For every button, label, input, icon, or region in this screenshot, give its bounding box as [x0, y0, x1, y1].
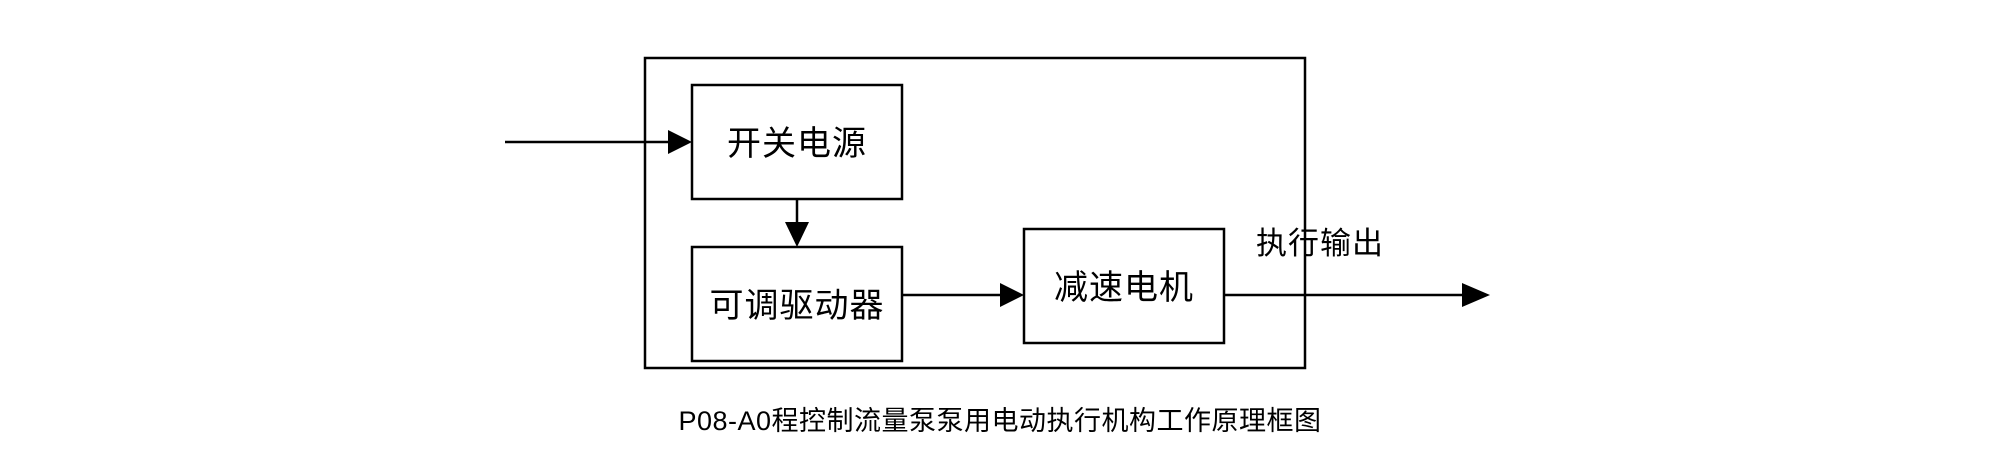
block-switching-power-supply[interactable]	[690, 83, 904, 201]
edge-label-output: 执行输出	[1256, 226, 1384, 261]
driver-to-motor-arrow-head	[1000, 283, 1024, 307]
block-label-gear-motor: 减速电机	[1054, 269, 1194, 307]
outer-container-box	[643, 56, 1307, 370]
diagram-caption: P08-A0程控制流量泵泵用电动执行机构工作原理框图	[678, 406, 1321, 436]
block-gear-motor[interactable]	[1022, 227, 1226, 345]
block-adjustable-driver[interactable]	[690, 245, 904, 363]
block-label-adjustable-driver: 可调驱动器	[710, 287, 885, 325]
input-arrow-head	[668, 130, 692, 154]
block-label-switching-power-supply: 开关电源	[727, 125, 867, 163]
output-arrow-head	[1462, 283, 1490, 307]
power-to-driver-arrow-head	[785, 222, 809, 247]
